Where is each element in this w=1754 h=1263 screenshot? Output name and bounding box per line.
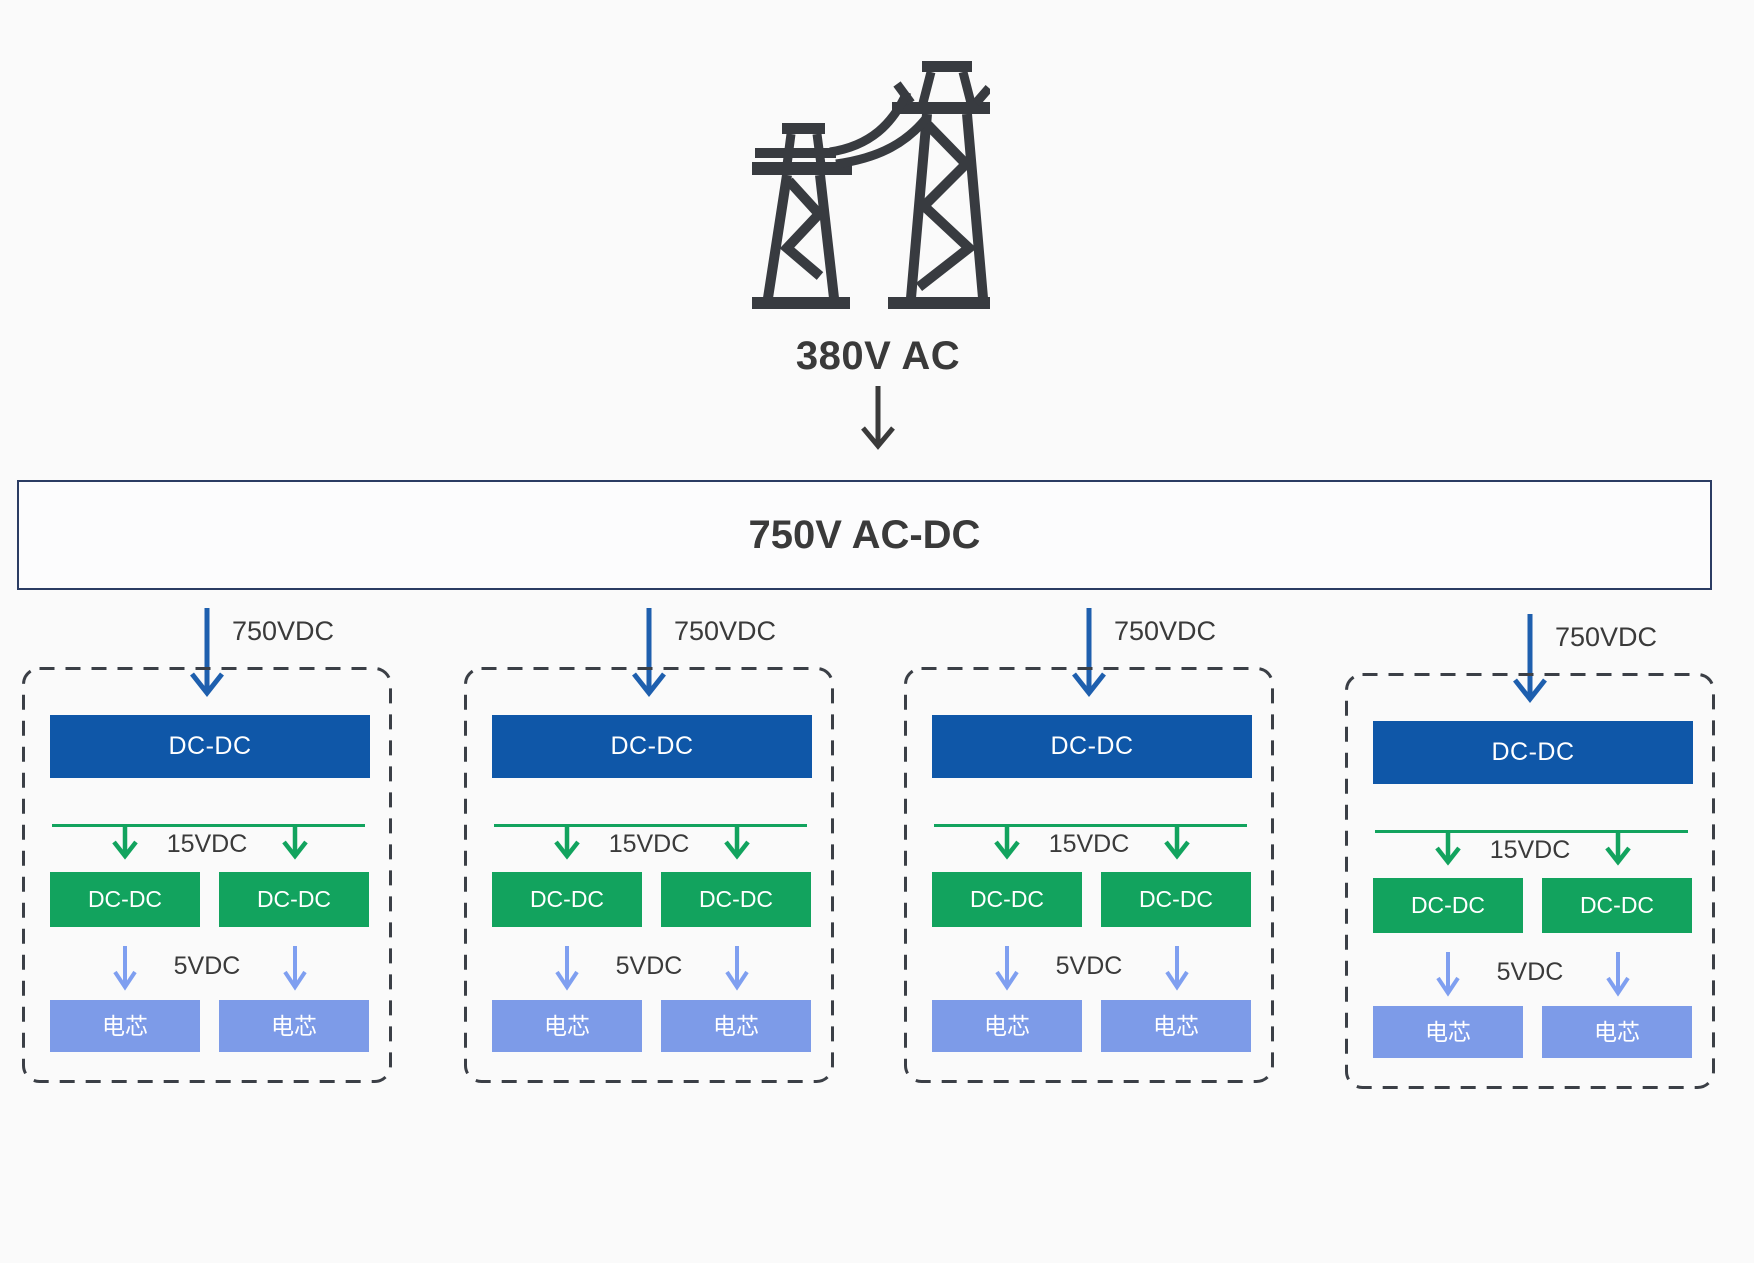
output-arrow-icon: [555, 946, 579, 991]
bus-arrow-icon: [1164, 827, 1190, 860]
bus-arrow-icon: [994, 827, 1020, 860]
branch-input-arrow-icon: [1072, 608, 1106, 698]
bus-line: [1375, 830, 1688, 833]
dcdc-stage2-left-box: DC-DC: [1373, 878, 1523, 933]
bus-arrow-icon: [554, 827, 580, 860]
output-arrow-icon: [1436, 952, 1460, 997]
dcdc-stage2-left-box: DC-DC: [492, 872, 642, 927]
output-voltage-label: 5VDC: [1055, 952, 1123, 980]
rectifier-box: 750V AC-DC: [17, 480, 1712, 590]
converter-branch-1: 750VDC DC-DC 15VDC DC-DC DC-DC 5VDC 电芯 电…: [22, 594, 392, 1114]
branch-input-label: 750VDC: [1555, 622, 1658, 652]
cell-right-box: 电芯: [219, 1000, 369, 1052]
output-voltage-label: 5VDC: [615, 952, 683, 980]
bus-arrow-icon: [1605, 833, 1631, 866]
grid-voltage-label: 380V AC: [795, 334, 961, 378]
branch-input-arrow-icon: [632, 608, 666, 698]
bus-arrow-icon: [282, 827, 308, 860]
dcdc-stage2-right-box: DC-DC: [219, 872, 369, 927]
dcdc-stage2-left-box: DC-DC: [932, 872, 1082, 927]
converter-branch-3: 750VDC DC-DC 15VDC DC-DC DC-DC 5VDC 电芯 电…: [904, 594, 1274, 1114]
cell-left-box: 电芯: [492, 1000, 642, 1052]
converter-branch-2: 750VDC DC-DC 15VDC DC-DC DC-DC 5VDC 电芯 电…: [464, 594, 834, 1114]
bus-voltage-label: 15VDC: [1489, 836, 1571, 864]
cell-right-box: 电芯: [1101, 1000, 1251, 1052]
transmission-tower-icon: [752, 61, 990, 309]
bus-voltage-label: 15VDC: [166, 830, 248, 858]
bus-line: [934, 824, 1247, 827]
branch-boundary: [1345, 673, 1715, 1089]
branch-input-arrow-icon: [190, 608, 224, 698]
cell-left-box: 电芯: [50, 1000, 200, 1052]
branch-input-label: 750VDC: [674, 616, 777, 646]
dcdc-stage2-right-box: DC-DC: [1542, 878, 1692, 933]
bus-voltage-label: 15VDC: [1048, 830, 1130, 858]
bus-line: [52, 824, 365, 827]
dcdc-stage2-left-box: DC-DC: [50, 872, 200, 927]
output-arrow-icon: [1606, 952, 1630, 997]
output-arrow-icon: [113, 946, 137, 991]
dcdc-stage2-right-box: DC-DC: [1101, 872, 1251, 927]
branch-boundary: [464, 667, 834, 1083]
feed-arrow-icon: [861, 386, 895, 450]
dcdc-stage1-box: DC-DC: [492, 715, 812, 778]
dcdc-stage1-box: DC-DC: [1373, 721, 1693, 784]
output-arrow-icon: [725, 946, 749, 991]
cell-left-box: 电芯: [1373, 1006, 1523, 1058]
branch-boundary: [904, 667, 1274, 1083]
cell-right-box: 电芯: [661, 1000, 811, 1052]
bus-arrow-icon: [724, 827, 750, 860]
branch-boundary: [22, 667, 392, 1083]
converter-branch-4: 750VDC DC-DC 15VDC DC-DC DC-DC 5VDC 电芯 电…: [1345, 600, 1715, 1120]
dcdc-stage1-box: DC-DC: [50, 715, 370, 778]
output-arrow-icon: [1165, 946, 1189, 991]
bus-arrow-icon: [112, 827, 138, 860]
bus-arrow-icon: [1435, 833, 1461, 866]
output-voltage-label: 5VDC: [1496, 958, 1564, 986]
output-arrow-icon: [995, 946, 1019, 991]
branch-input-label: 750VDC: [1114, 616, 1217, 646]
output-arrow-icon: [283, 946, 307, 991]
cell-left-box: 电芯: [932, 1000, 1082, 1052]
output-voltage-label: 5VDC: [173, 952, 241, 980]
bus-line: [494, 824, 807, 827]
bus-voltage-label: 15VDC: [608, 830, 690, 858]
branch-input-arrow-icon: [1513, 614, 1547, 704]
branch-input-label: 750VDC: [232, 616, 335, 646]
dcdc-stage1-box: DC-DC: [932, 715, 1252, 778]
dcdc-stage2-right-box: DC-DC: [661, 872, 811, 927]
cell-right-box: 电芯: [1542, 1006, 1692, 1058]
